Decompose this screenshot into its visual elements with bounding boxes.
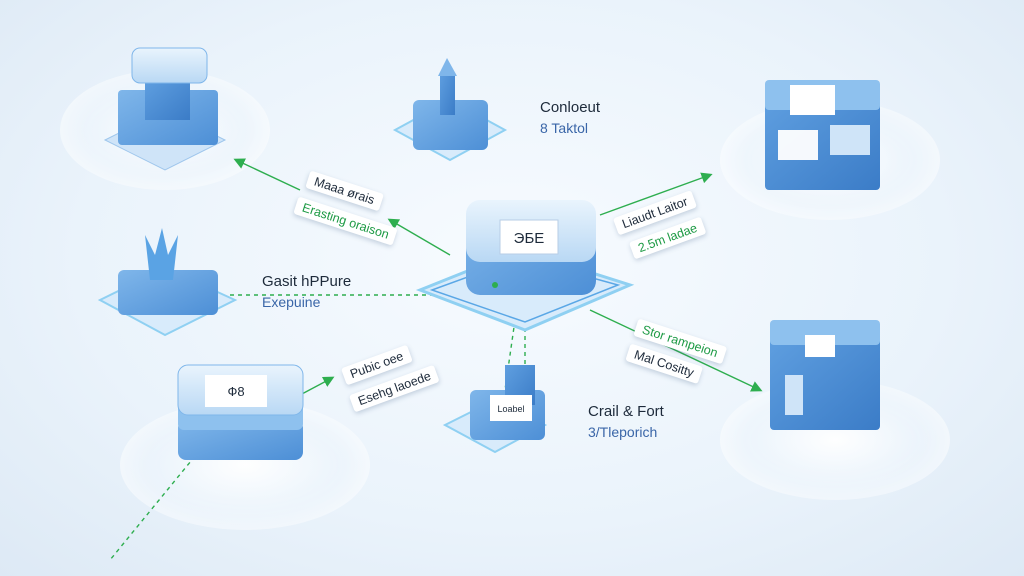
bottom-right-node[interactable]	[770, 320, 880, 430]
caption-mid-left: Gasit hPPure Exepuine	[262, 272, 351, 312]
bottom-left-node-label: Ф8	[227, 384, 244, 399]
mid-left-node[interactable]	[97, 228, 238, 337]
caption-mid-left-title: Gasit hPPure	[262, 273, 352, 290]
edge-bottom-right	[589, 309, 763, 392]
edge-top-right	[599, 172, 713, 216]
hub-node-label: ЭБЕ	[514, 230, 545, 247]
hub-node[interactable]: ЭБЕ	[415, 200, 635, 332]
top-mid-node[interactable]	[392, 58, 508, 162]
caption-bottom-mid-title: Crail & Fort	[588, 403, 664, 420]
bottom-mid-node-label: Loabel	[497, 404, 524, 414]
caption-bottom-mid: Crail & Fort 3/Tleporich	[588, 402, 664, 442]
edge-top-left	[233, 158, 301, 191]
caption-bottom-mid-subtitle: 3/Tleporich	[588, 424, 658, 440]
edge-bottom-left	[299, 376, 335, 396]
caption-mid-left-subtitle: Exepuine	[262, 294, 321, 310]
top-left-node[interactable]	[103, 47, 227, 171]
caption-top-mid-subtitle: 8 Taktol	[540, 120, 588, 136]
top-right-node[interactable]	[765, 80, 880, 190]
edge-bottom-left-far	[109, 449, 201, 561]
caption-top-mid-title: Conloeut	[540, 99, 601, 116]
bottom-left-node[interactable]: Ф8	[177, 364, 304, 460]
caption-top-mid: Conloeut 8 Taktol	[540, 98, 600, 138]
bottom-mid-node[interactable]: Loabel	[442, 365, 548, 454]
edges	[109, 158, 763, 561]
edge-top-left-hub	[387, 218, 451, 256]
